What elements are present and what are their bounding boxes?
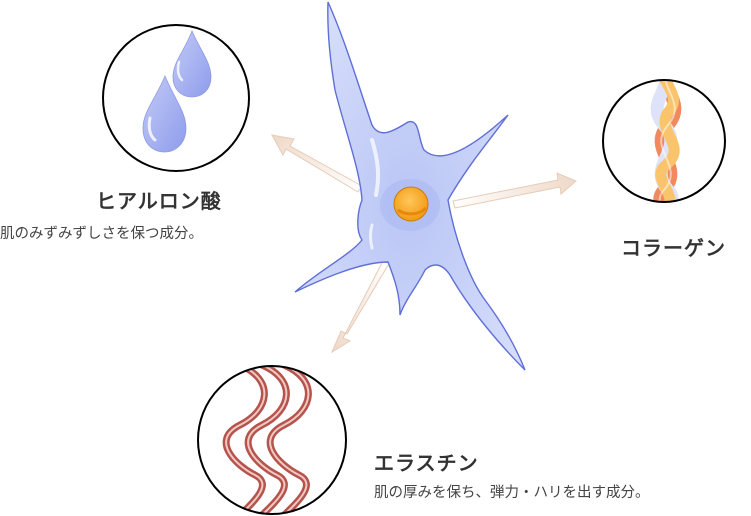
hyaluronic-acid-description: 肌のみずみずしさを保つ成分。 xyxy=(0,226,203,242)
elastin-icon xyxy=(197,365,347,515)
elastin-title: エラスチン xyxy=(374,451,479,475)
arrow-to-hyaluronic xyxy=(271,134,363,193)
nucleus-icon xyxy=(393,186,429,222)
arrow-to-elastin xyxy=(330,258,391,354)
hyaluronic-acid-icon xyxy=(102,24,250,172)
arrow-to-collagen xyxy=(452,172,577,209)
elastin-description: 肌の厚みを保ち、弾力・ハリを出す成分。 xyxy=(374,485,650,501)
fibroblast-cell-icon xyxy=(294,1,526,371)
hyaluronic-acid-title: ヒアルロン酸 xyxy=(96,189,222,213)
collagen-title: コラーゲン xyxy=(621,236,726,260)
collagen-icon xyxy=(602,79,726,203)
